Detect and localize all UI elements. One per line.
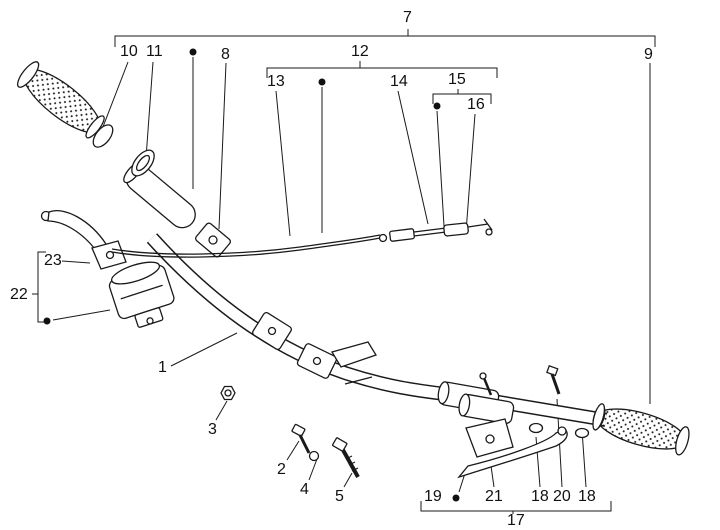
- left-brake-lever: [40, 210, 127, 270]
- lever-washer: [574, 427, 590, 439]
- callout-10: 10: [120, 43, 138, 60]
- parts-layer: [16, 61, 690, 479]
- dot-marker: [452, 494, 460, 502]
- grip-collar: [92, 124, 114, 148]
- dot-marker: [318, 78, 326, 86]
- center-clamp: [252, 311, 377, 385]
- lever-screw: [479, 372, 493, 396]
- lever-washer: [528, 422, 544, 434]
- handlebar-tube: [146, 233, 608, 427]
- bar-clamp: [195, 222, 231, 258]
- callout-8: 8: [221, 46, 230, 63]
- callout-14: 14: [390, 73, 408, 90]
- callout-13: 13: [267, 73, 285, 90]
- callout-9: 9: [644, 46, 653, 63]
- callout-22: 22: [10, 286, 28, 303]
- left-grip: [16, 61, 105, 139]
- handlebar-nut: [220, 385, 236, 401]
- dot-marker: [433, 102, 441, 110]
- dot-marker: [189, 48, 197, 56]
- callout-17: 17: [507, 512, 525, 529]
- callout-21: 21: [485, 488, 503, 505]
- dot-marker: [43, 317, 51, 325]
- callout-5: 5: [335, 488, 344, 505]
- callout-18: 18: [531, 488, 549, 505]
- callout-3: 3: [208, 421, 217, 438]
- throttle-cable: [111, 234, 381, 258]
- right-grip: [592, 403, 690, 456]
- callout-2: 2: [277, 461, 286, 478]
- grip-ring: [131, 149, 155, 177]
- lever-bolt: [546, 364, 561, 395]
- callout-20: 20: [553, 488, 571, 505]
- callout-19: 19: [424, 488, 442, 505]
- callout-7: 7: [403, 9, 412, 26]
- clamp-bolts: [291, 423, 360, 478]
- right-brake-lever: [457, 418, 568, 479]
- callout-12: 12: [351, 43, 369, 60]
- lever-mount-cylinder: [458, 393, 515, 425]
- cable-adjuster-assembly: [378, 218, 493, 243]
- callout-4: 4: [300, 481, 309, 498]
- callout-15: 15: [448, 71, 466, 88]
- callout-23: 23: [44, 252, 62, 269]
- reference-brackets: [32, 29, 656, 514]
- callout-1: 1: [158, 359, 167, 376]
- master-cylinder: [108, 261, 175, 328]
- callout-16: 16: [467, 96, 485, 113]
- callout-18: 18: [578, 488, 596, 505]
- callout-11: 11: [146, 43, 163, 60]
